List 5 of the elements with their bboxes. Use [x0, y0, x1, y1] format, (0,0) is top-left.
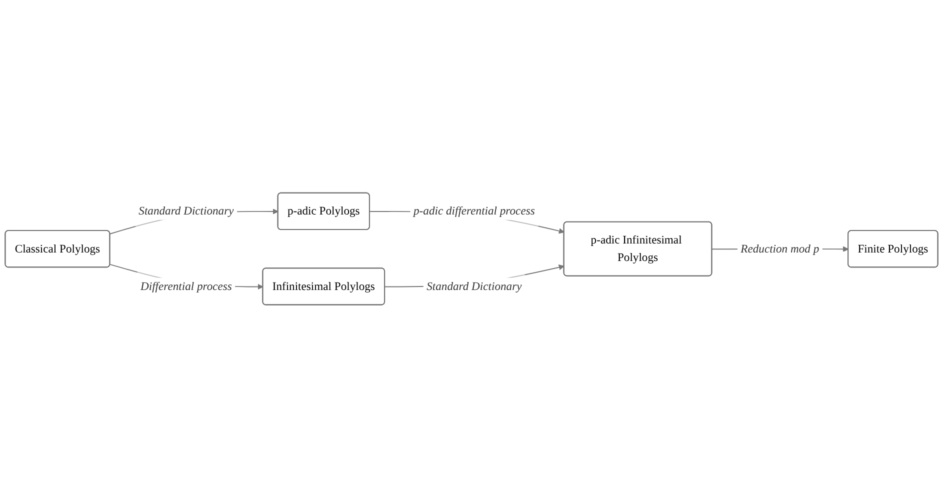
edge-label: Differential process	[140, 279, 232, 292]
edge-label: Reduction mod p	[740, 242, 820, 255]
edge-label: Standard Dictionary	[138, 204, 234, 217]
edge-label: Standard Dictionary	[426, 279, 522, 292]
edge-label: p-adic differential process	[414, 204, 535, 217]
